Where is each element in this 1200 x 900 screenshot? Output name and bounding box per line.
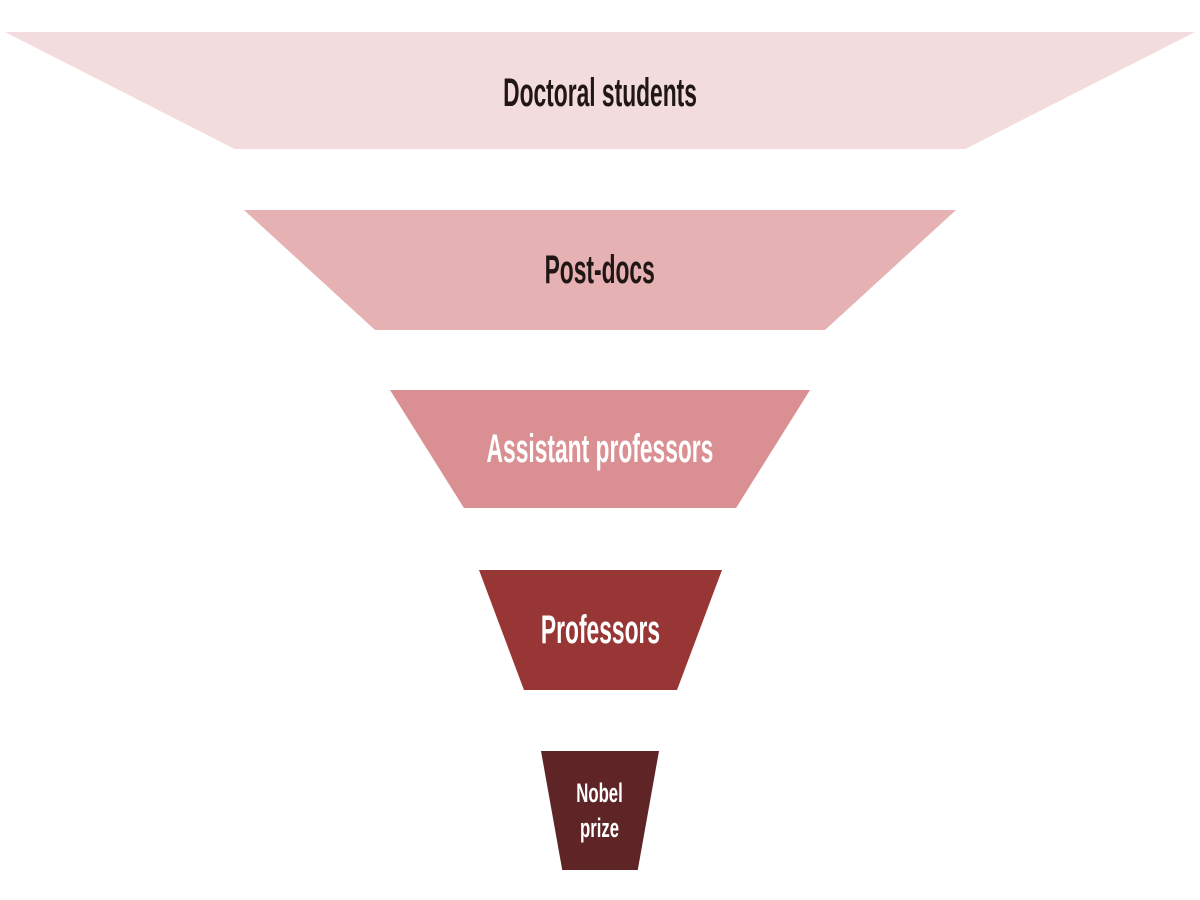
funnel-level-label-nobel-prize: Nobel prize <box>577 776 624 846</box>
funnel-level-doctoral-students: Doctoral students <box>5 32 1195 149</box>
funnel-level-label-nobel-prize-line-1: Nobel <box>576 777 624 808</box>
funnel-level-assistant-professors: Assistant professors <box>390 390 810 508</box>
funnel-level-nobel-prize: Nobel prize <box>541 751 659 870</box>
funnel-level-label-post-docs: Post-docs <box>544 248 656 292</box>
funnel-level-label-assistant-professors: Assistant professors <box>486 427 714 471</box>
funnel-level-label-nobel-prize-line-2: prize <box>580 812 620 843</box>
funnel-level-label-professors: Professors <box>540 608 661 652</box>
funnel-level-post-docs: Post-docs <box>244 210 956 330</box>
funnel-level-professors: Professors <box>479 570 722 690</box>
funnel-level-label-doctoral-students: Doctoral students <box>503 70 697 115</box>
